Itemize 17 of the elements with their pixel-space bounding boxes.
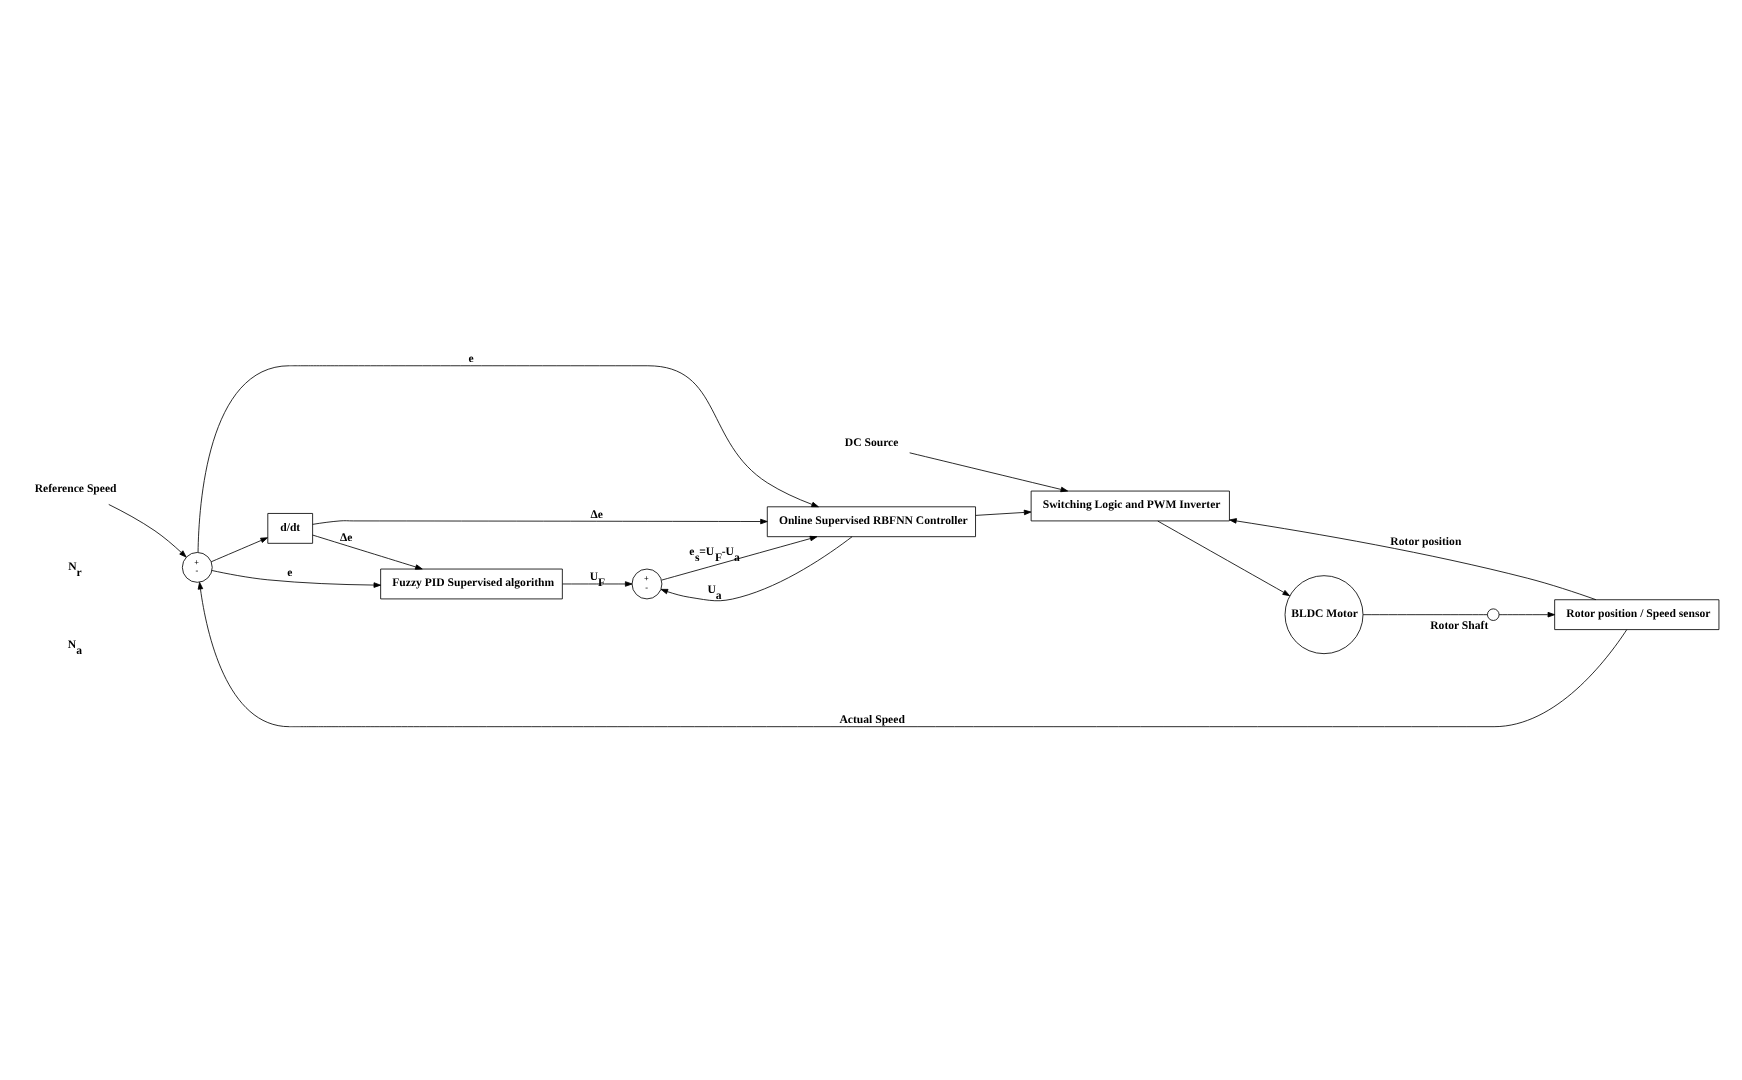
arrow — [660, 536, 853, 602]
arrow — [661, 535, 818, 581]
node-circle — [1487, 608, 1500, 621]
arrow — [909, 452, 1069, 493]
arrow — [1157, 520, 1291, 597]
arrow — [975, 509, 1032, 516]
arrow — [1498, 611, 1556, 618]
arrow — [197, 365, 819, 553]
arrow — [312, 534, 423, 570]
arrow — [108, 504, 187, 558]
arrow — [312, 518, 768, 525]
arrow — [211, 570, 382, 588]
arrow — [210, 537, 268, 563]
arrow — [1229, 518, 1597, 601]
arrow — [562, 581, 633, 587]
connector — [1362, 614, 1488, 616]
arrow — [197, 581, 1628, 728]
